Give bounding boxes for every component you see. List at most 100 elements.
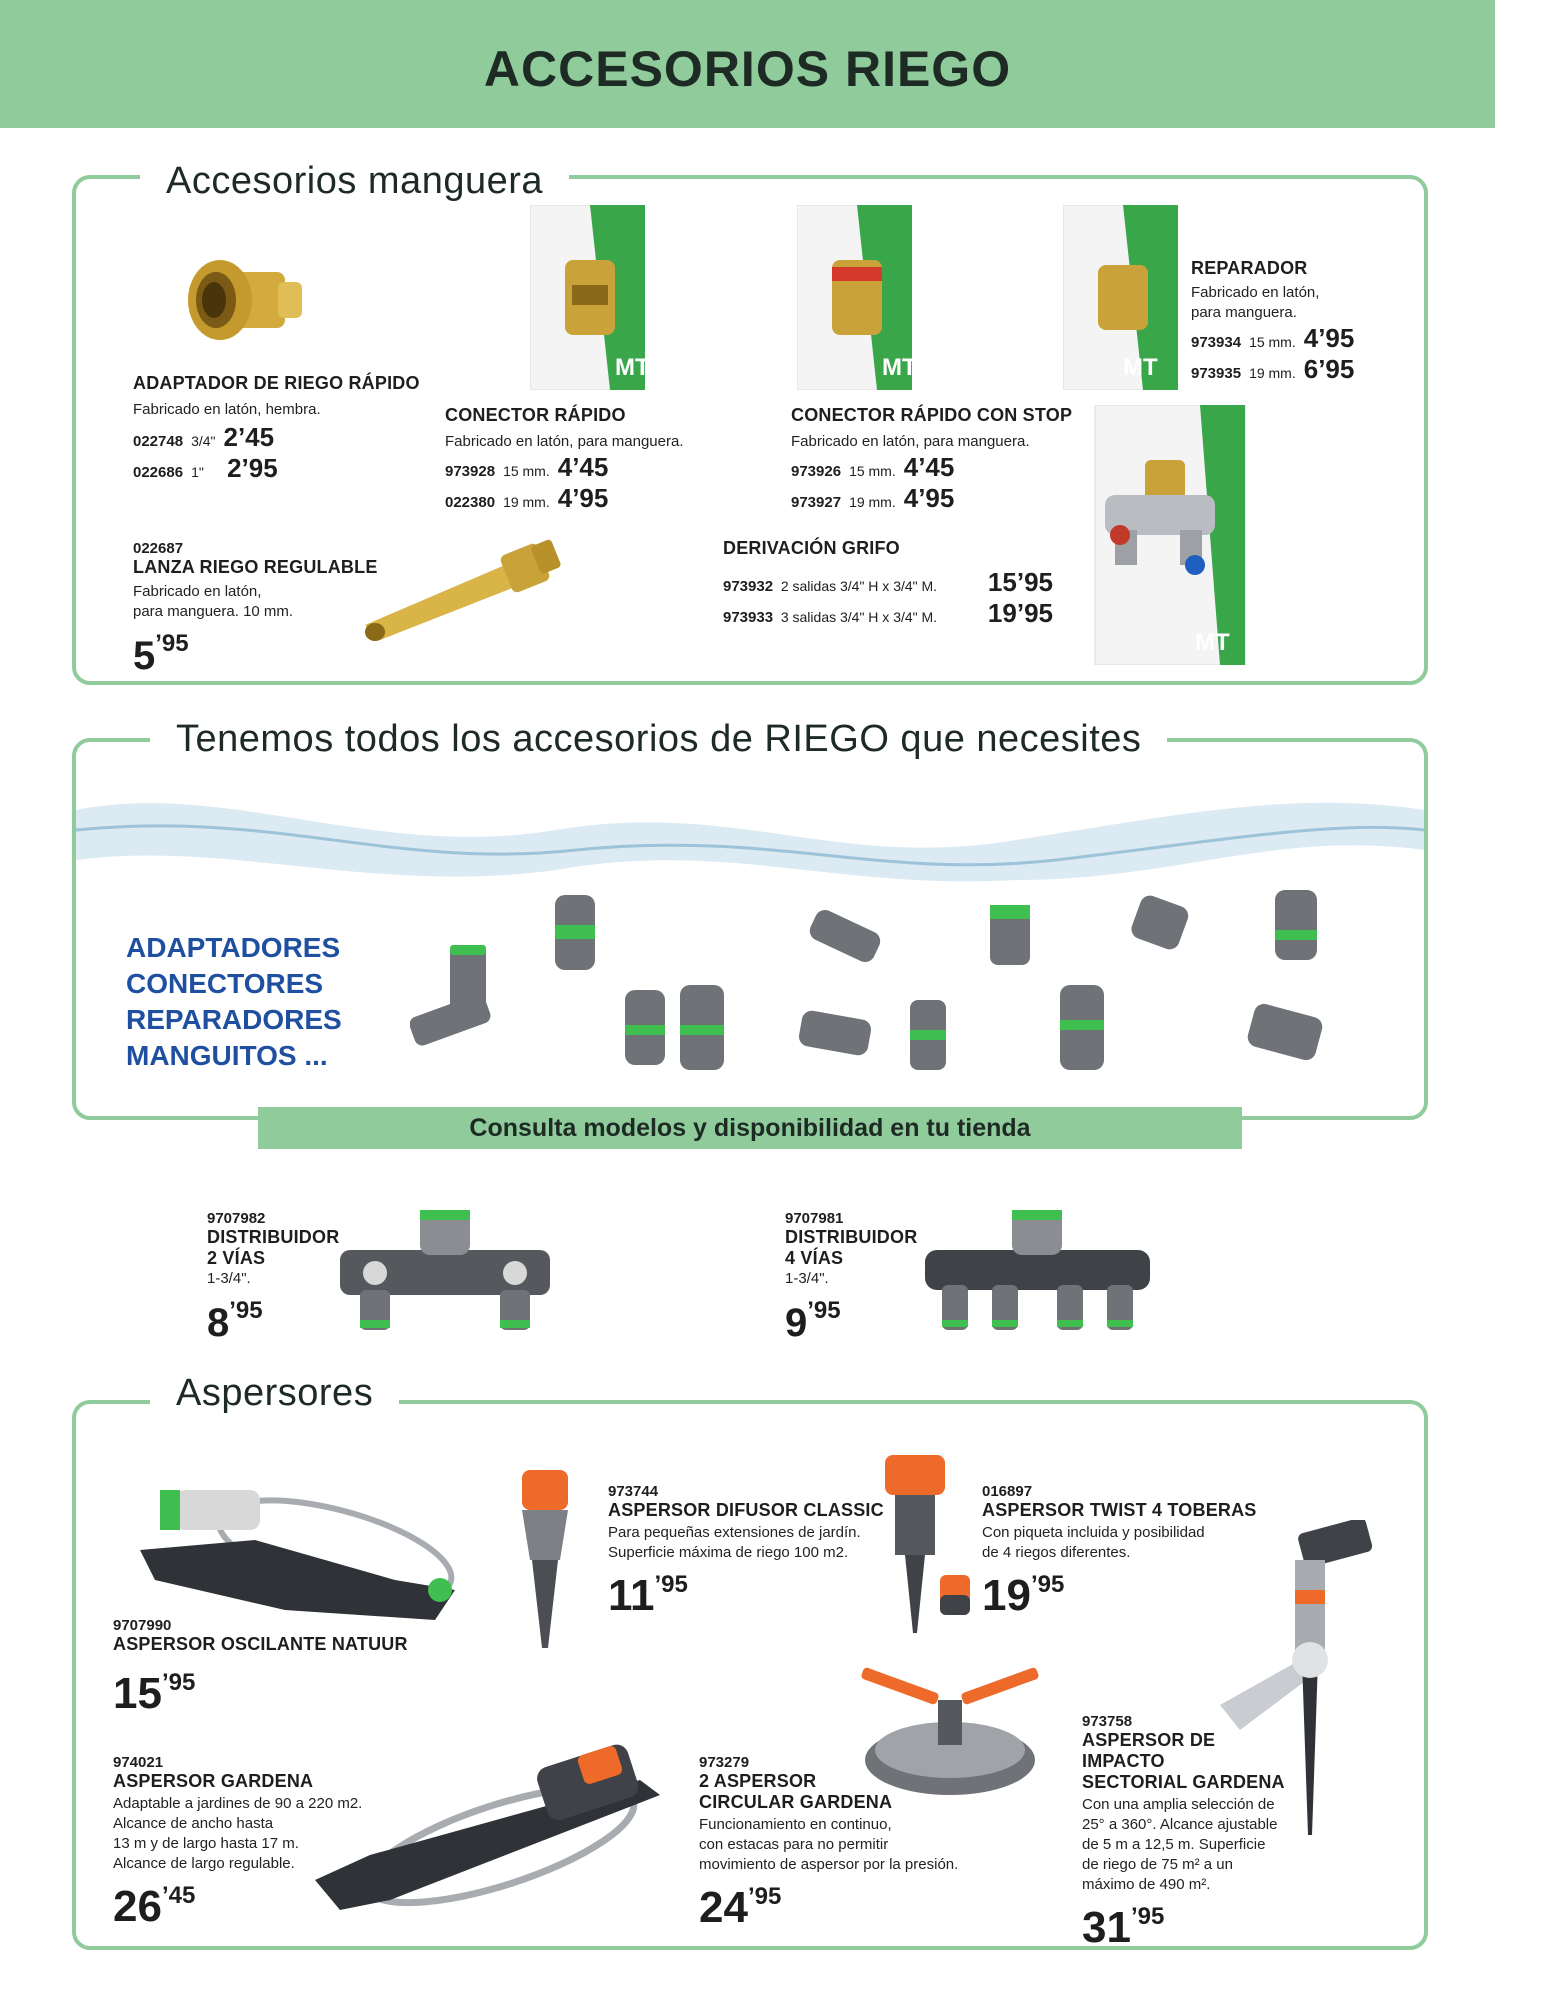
gardena-ref: 974021 (113, 1754, 164, 1771)
reparador-row: 973935 19 mm. 6’95 (1191, 354, 1401, 385)
brass-adapter-image (180, 250, 310, 350)
circular-desc-1: Funcionamiento en continuo, (699, 1816, 892, 1833)
impacto-ref: 973758 (1082, 1713, 1133, 1730)
circular-name-2: CIRCULAR GARDENA (699, 1792, 893, 1812)
price: 4’95 (1303, 323, 1355, 353)
list-item: CONECTORES (126, 968, 324, 999)
conector-row: 022380 19 mm. 4’95 (445, 483, 725, 514)
adaptador-block: ADAPTADOR DE RIEGO RÁPIDO Fabricado en l… (133, 373, 463, 484)
gardena-desc-3: 13 m y de largo hasta 17 m. (113, 1835, 299, 1852)
size: 15 mm. (849, 463, 896, 479)
circular-block: 973279 2 ASPERSOR CIRCULAR GARDENA Funci… (699, 1754, 999, 1930)
plastic-connectors-image (410, 885, 1340, 1095)
twist-price: 19’95 (982, 1571, 1065, 1620)
price: 2’95 (227, 453, 278, 483)
header-band (0, 0, 1495, 128)
conector-stop-desc: Fabricado en latón, para manguera. (791, 433, 1030, 450)
distribuidor-name-2: 4 VÍAS (785, 1248, 844, 1268)
distribuidor-price: 9’95 (785, 1297, 841, 1345)
lanza-name: LANZA RIEGO REGULABLE (133, 557, 378, 577)
twist-desc-1: Con piqueta incluida y posibilidad (982, 1524, 1205, 1541)
section-title-todos: Tenemos todos los accesorios de RIEGO qu… (150, 718, 1168, 761)
consulta-band: Consulta modelos y disponibilidad en tu … (258, 1107, 1242, 1149)
impacto-desc-5: máximo de 490 m². (1082, 1876, 1211, 1893)
derivacion-row: 973932 2 salidas 3/4" H x 3/4" M. 15’95 (723, 567, 1053, 598)
price: 19’95 (987, 598, 1053, 628)
reparador-package-image: MT (1063, 205, 1178, 390)
impacto-price: 31’95 (1082, 1903, 1165, 1952)
conector-desc: Fabricado en latón, para manguera. (445, 433, 684, 450)
gardena-name: ASPERSOR GARDENA (113, 1771, 314, 1791)
distribuidor-name-1: DISTRIBUIDOR (785, 1227, 918, 1247)
price: 4’45 (903, 452, 955, 482)
conector-stop-row: 973926 15 mm. 4’45 (791, 452, 1081, 483)
impacto-image (1210, 1520, 1380, 1840)
twist-ref: 016897 (982, 1483, 1033, 1500)
oscilante-name: ASPERSOR OSCILANTE NATUUR (113, 1634, 408, 1654)
ref-code: 022380 (445, 494, 496, 511)
oscilante-ref: 9707990 (113, 1617, 172, 1634)
reparador-block: REPARADOR Fabricado en latón, para mangu… (1191, 258, 1401, 385)
reparador-desc-2: para manguera. (1191, 304, 1297, 321)
distribuidor-name-2: 2 VÍAS (207, 1248, 266, 1268)
adaptador-row: 022748 3/4" 2’45 (133, 422, 463, 453)
difusor-name: ASPERSOR DIFUSOR CLASSIC (608, 1500, 884, 1520)
conector-row: 973928 15 mm. 4’45 (445, 452, 725, 483)
lanza-desc-2: para manguera. 10 mm. (133, 603, 294, 620)
brass-nozzle-image (355, 530, 565, 650)
impacto-block: 973758 ASPERSOR DE IMPACTO SECTORIAL GAR… (1082, 1713, 1302, 1950)
lanza-desc-1: Fabricado en latón, (133, 583, 262, 600)
distribuidor-ref: 9707982 (207, 1210, 266, 1227)
distribuidor-price: 8’95 (207, 1297, 263, 1345)
oscilante-price: 15’95 (113, 1669, 196, 1718)
ref-code: 022686 (133, 464, 184, 481)
derivacion-block: DERIVACIÓN GRIFO 973932 2 salidas 3/4" H… (723, 538, 1053, 629)
twist-name: ASPERSOR TWIST 4 TOBERAS (982, 1500, 1257, 1520)
lanza-ref: 022687 (133, 540, 184, 557)
water-wave-image (76, 770, 1424, 900)
adaptador-row: 022686 1" 2’95 (133, 453, 463, 484)
gardena-desc-2: Alcance de ancho hasta (113, 1815, 274, 1832)
difusor-desc-1: Para pequeñas extensiones de jardín. (608, 1524, 861, 1541)
oscilante-block: 9707990 ASPERSOR OSCILANTE NATUUR 15’95 (113, 1617, 443, 1716)
price: 6’95 (1303, 354, 1355, 384)
derivacion-row: 973933 3 salidas 3/4" H x 3/4" M. 19’95 (723, 598, 1053, 629)
svg-text:MT: MT (1195, 629, 1230, 656)
distribuidor-4-image (920, 1205, 1155, 1340)
price: 4’95 (557, 483, 609, 513)
gardena-oscilante-image (310, 1740, 670, 1910)
difusor-ref: 973744 (608, 1483, 659, 1500)
distribuidor-ref: 9707981 (785, 1210, 844, 1227)
circular-image (850, 1660, 1050, 1800)
distribuidor-2-block: 9707982 DISTRIBUIDOR 2 VÍAS 1-3/4". 8’95 (207, 1210, 340, 1345)
ref-code: 973934 (1191, 334, 1242, 351)
twist-desc-2: de 4 riegos diferentes. (982, 1544, 1131, 1561)
gardena-desc-4: Alcance de largo regulable. (113, 1855, 295, 1872)
price: 2’45 (223, 422, 275, 452)
svg-text:MT: MT (615, 354, 645, 381)
ref-code: 973935 (1191, 365, 1242, 382)
gardena-desc-1: Adaptable a jardines de 90 a 220 m2. (113, 1795, 363, 1812)
section-frame-manguera (72, 175, 1428, 685)
ref-code: 022748 (133, 433, 184, 450)
impacto-name-2: SECTORIAL GARDENA (1082, 1772, 1285, 1792)
conector-stop-name: CONECTOR RÁPIDO CON STOP (791, 405, 1073, 425)
difusor-image (510, 1470, 580, 1650)
circular-name-1: 2 ASPERSOR (699, 1771, 817, 1791)
impacto-desc-4: de riego de 75 m² a un (1082, 1856, 1233, 1873)
size: 19 mm. (503, 494, 550, 510)
lanza-price: 5’95 (133, 630, 189, 678)
conector-stop-package-image: MT (797, 205, 912, 390)
conector-name: CONECTOR RÁPIDO (445, 405, 626, 425)
svg-text:MT: MT (1123, 354, 1158, 381)
circular-ref: 973279 (699, 1754, 750, 1771)
circular-desc-2: con estacas para no permitir (699, 1836, 889, 1853)
conector-stop-block: CONECTOR RÁPIDO CON STOP Fabricado en la… (791, 405, 1081, 514)
twist-block: 016897 ASPERSOR TWIST 4 TOBERAS Con piqu… (982, 1483, 1302, 1618)
distribuidor-name-1: DISTRIBUIDOR (207, 1227, 340, 1247)
list-item: ADAPTADORES (126, 932, 341, 963)
size: 15 mm. (503, 463, 550, 479)
lanza-block: 022687 LANZA RIEGO REGULABLE Fabricado e… (133, 540, 403, 678)
section-frame-aspersores (72, 1400, 1428, 1950)
ref-code: 973928 (445, 463, 496, 480)
